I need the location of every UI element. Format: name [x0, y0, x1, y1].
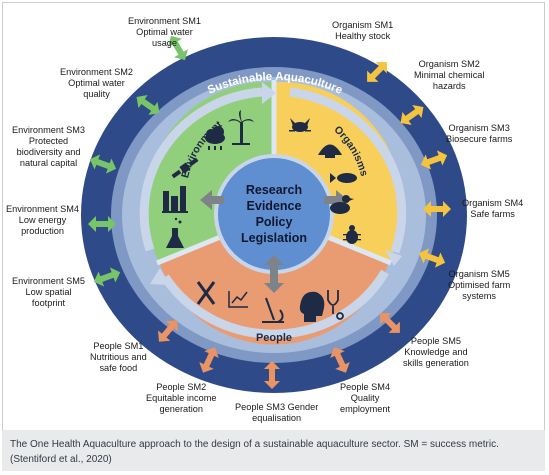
palm-tree-icon — [228, 110, 254, 145]
organism-arrows — [367, 62, 451, 268]
chart-icon — [228, 291, 248, 308]
org-arrow-3 — [420, 150, 448, 170]
bug-icon — [343, 225, 361, 244]
crab-icon — [289, 118, 311, 132]
microscope-icon — [262, 297, 284, 323]
center-circle — [214, 154, 334, 274]
env-arrow-1 — [168, 35, 188, 61]
center-arrow-left — [200, 190, 224, 210]
people-arrow-1 — [158, 320, 178, 342]
cloud-rain-icon — [205, 126, 225, 150]
env-arrow-3 — [89, 154, 117, 174]
fish-icon — [330, 173, 357, 183]
people-arrow-5 — [380, 313, 400, 333]
satellite-icon — [171, 157, 199, 179]
cycle-arrowhead-people — [150, 268, 170, 285]
center-line-evidence: Evidence — [247, 199, 302, 213]
people-sector-label: People — [256, 332, 292, 344]
environment-icons — [162, 110, 254, 248]
cycle-arrow-org — [289, 87, 407, 254]
org-arrow-5 — [418, 248, 446, 268]
figure-caption: The One Health Aquaculture approach to t… — [2, 430, 545, 471]
people-arrow-3 — [264, 361, 280, 389]
center-line-legislation: Legislation — [241, 231, 307, 245]
organism-icons — [289, 118, 361, 244]
org-arrow-1 — [367, 62, 387, 82]
people-icons — [196, 281, 344, 323]
people-arrows — [158, 313, 400, 389]
center-arrow-down — [264, 255, 284, 293]
center-line-research: Research — [246, 183, 302, 197]
env-arrow-2 — [136, 95, 160, 115]
people-arrow-4 — [330, 347, 350, 373]
cycle-arrow-people — [161, 269, 389, 339]
factory-icon — [162, 186, 188, 213]
center-arrows — [200, 190, 348, 293]
head-brain-icon — [299, 291, 325, 322]
org-arrow-2 — [400, 105, 424, 125]
cutlery-icon — [196, 281, 216, 305]
center-text: Research Evidence Policy Legislation — [241, 183, 307, 245]
one-health-diagram: Sustainable Aquaculture Environment Orga… — [81, 35, 467, 393]
env-arrow-4 — [88, 216, 116, 232]
shell-icon — [318, 144, 342, 158]
flask-icon — [166, 217, 184, 248]
cycle-arrowhead-org — [385, 250, 402, 266]
cycle-arrowhead-env — [262, 82, 276, 104]
cycle-arrow-env — [139, 87, 263, 252]
environment-arrows — [88, 35, 188, 287]
diagram-svg: Sustainable Aquaculture Environment Orga… — [81, 35, 467, 393]
stethoscope-icon — [327, 290, 344, 320]
center-line-policy: Policy — [256, 215, 293, 229]
org-arrow-4 — [423, 201, 451, 217]
env-arrow-5 — [93, 267, 121, 287]
people-arrow-2 — [199, 347, 219, 373]
duck-icon — [330, 195, 354, 214]
